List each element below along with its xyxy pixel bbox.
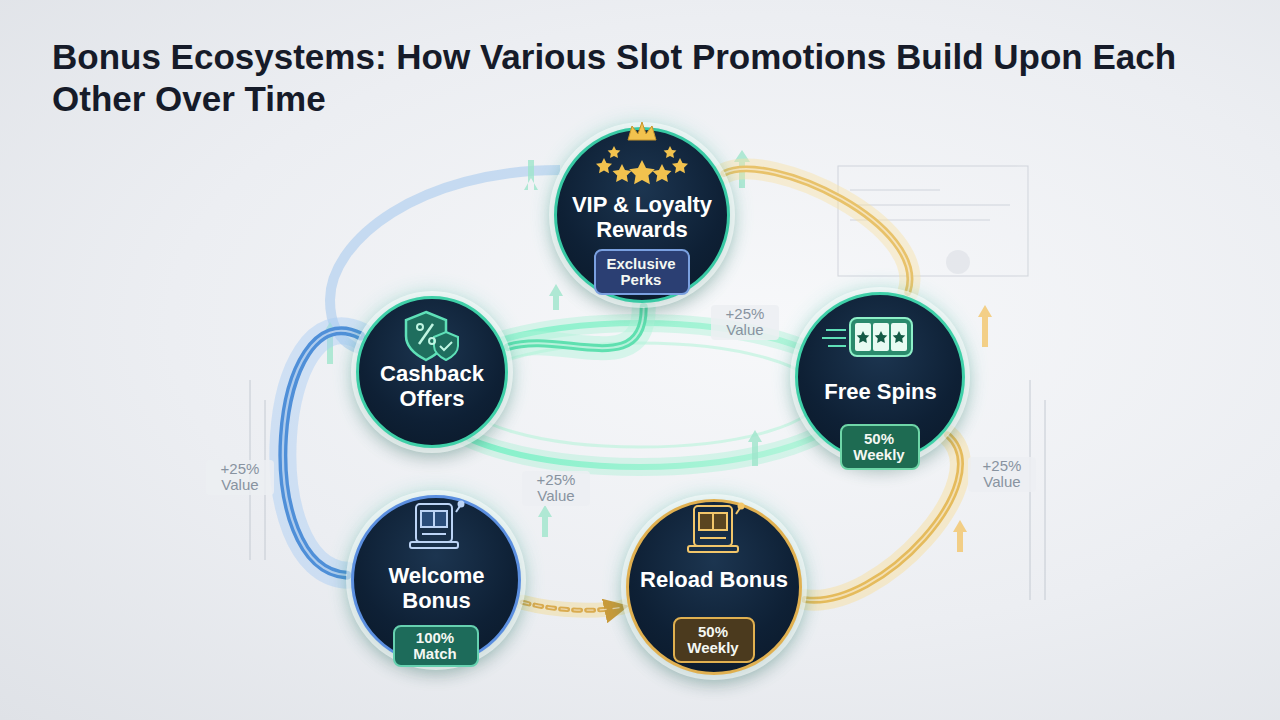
badge-text: 100% Match xyxy=(400,630,470,663)
value-label: +25% Value xyxy=(968,457,1036,492)
badge-text: 50% Weekly xyxy=(847,431,911,464)
ribbon-shine xyxy=(508,307,644,348)
promo-circle: Welcome Bonus 100% Match xyxy=(351,495,521,665)
up-arrows xyxy=(323,150,762,537)
value-badge: Exclusive Perks xyxy=(594,249,690,295)
promo-title: Free Spins xyxy=(809,379,952,404)
flow-ribbon xyxy=(283,331,361,575)
loop-inner xyxy=(460,343,820,447)
promo-title: Reload Bonus xyxy=(640,567,788,592)
value-label: +25% Value xyxy=(711,305,779,340)
promo-circle: Free Spins 50% Weekly xyxy=(795,292,965,462)
ribbon-core xyxy=(724,169,910,292)
flow-ribbon xyxy=(522,602,624,610)
ribbon-shine xyxy=(724,169,910,292)
promo-circle: Reload Bonus 50% Weekly xyxy=(626,499,802,675)
badge-text: 50% Weekly xyxy=(680,624,746,657)
value-badge: 50% Weekly xyxy=(840,424,920,470)
ribbon-glow xyxy=(508,307,644,348)
promo-circle: VIP & Loyalty RewardsExclusive Perks xyxy=(554,127,730,303)
promo-title: VIP & Loyalty Rewards xyxy=(568,192,716,243)
ribbon-core xyxy=(283,331,361,575)
flow-ribbon xyxy=(724,169,910,292)
ribbon-core xyxy=(522,602,624,610)
promo-title: Welcome Bonus xyxy=(365,563,508,614)
value-label: +25% Value xyxy=(522,471,590,506)
value-badge: 50% Weekly xyxy=(673,617,755,663)
badge-text: Exclusive Perks xyxy=(601,256,681,289)
value-badge: 100% Match xyxy=(393,625,479,667)
ribbon-shine xyxy=(522,602,624,610)
value-label: +25% Value xyxy=(206,460,274,495)
ribbon-glow xyxy=(724,169,910,292)
ribbon-shine xyxy=(283,331,361,575)
ribbon-glow xyxy=(522,602,624,610)
title: Bonus Ecosystems: How Various Slot Promo… xyxy=(52,36,1212,120)
promo-title: Cashback Offers xyxy=(368,361,496,412)
ribbon-glow xyxy=(283,331,361,575)
promo-circle: Cashback Offers xyxy=(356,296,508,448)
ribbon-core xyxy=(508,307,644,348)
flow-ribbon xyxy=(508,307,644,348)
